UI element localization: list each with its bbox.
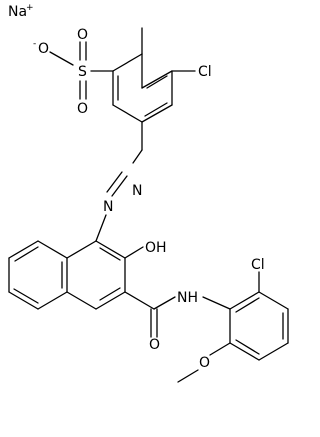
amide-n-bond (153, 296, 176, 310)
azo-n2-label: N (103, 199, 113, 215)
sulfonate-group: S O O O - (33, 27, 88, 117)
oxide-charge: - (33, 39, 36, 49)
cl-right-label: Cl (251, 257, 265, 273)
methoxy-o-label: O (199, 355, 210, 371)
naphthalene-ring (8, 240, 126, 310)
amide-c-bond (124, 291, 155, 310)
amide-ring-bond (202, 296, 231, 310)
azo-bond-3 (95, 214, 107, 242)
oxo-top-label: O (77, 27, 88, 43)
benzene-ring-bottom (229, 291, 289, 361)
azo-double-a (111, 175, 128, 197)
cl-top-label: Cl (198, 64, 212, 80)
oxo-bottom-label: O (77, 101, 88, 117)
hydroxyl-label: OH (145, 240, 167, 256)
oxide-label: O (38, 41, 49, 57)
amide-nh-label: NH (177, 290, 198, 306)
benzene-ring-top (112, 53, 173, 123)
carbonyl-o-label: O (149, 337, 160, 353)
sodium-charge: + (26, 3, 34, 13)
sulfur-label: S (78, 64, 87, 80)
sodium-label: Na (8, 4, 27, 20)
hydroxyl-bond (124, 246, 144, 259)
azo-double-b (106, 171, 123, 193)
methoxy-bond-2 (177, 369, 199, 383)
methoxy-bond-1 (209, 342, 231, 356)
azo-bond-2 (132, 149, 143, 164)
azo-n1-label: N (132, 183, 142, 199)
